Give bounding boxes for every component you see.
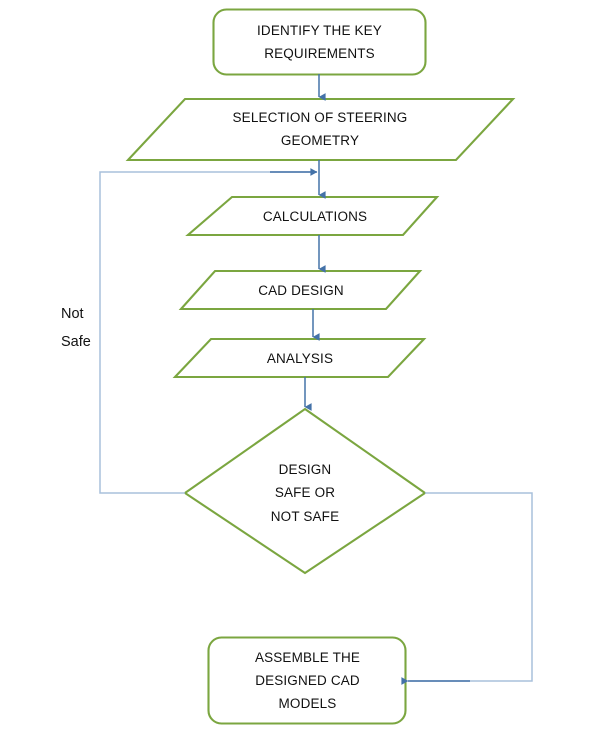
shape-design-safe-or-not-safe[interactable] [183, 407, 427, 575]
connector-decision-safe-to-assemble [410, 492, 533, 682]
shape-identify-key-requirements[interactable] [212, 8, 427, 76]
connector-decision-not-safe-feedback [99, 171, 316, 494]
shape-assemble-designed-cad-models[interactable] [207, 636, 407, 725]
shape-cad-design[interactable] [178, 269, 423, 311]
shape-analysis[interactable] [172, 337, 427, 379]
shape-selection-of-steering-geometry[interactable] [125, 97, 516, 162]
shape-calculations[interactable] [185, 195, 440, 237]
